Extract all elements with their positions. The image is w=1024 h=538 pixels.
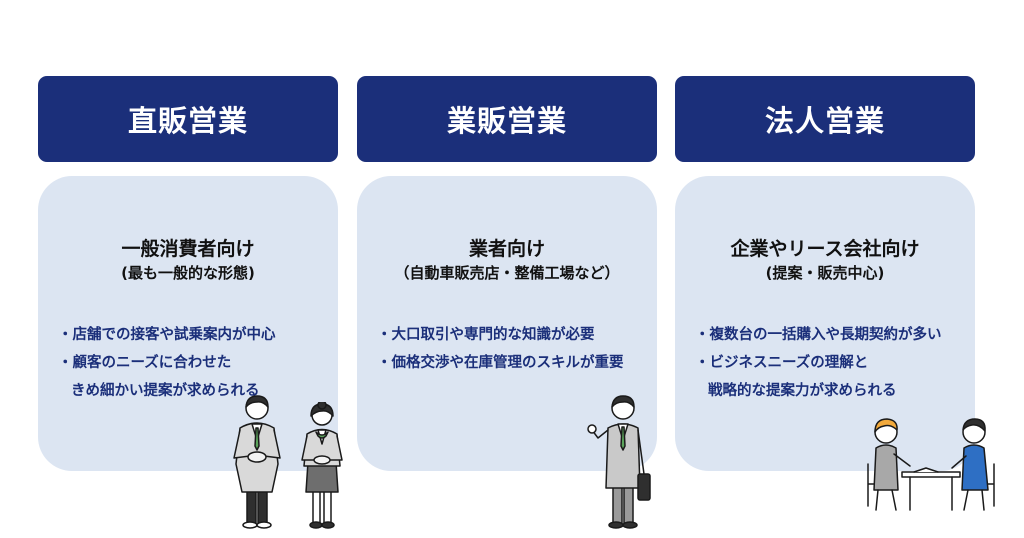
bullet-item: ・顧客のニーズに合わせた きめ細かい提案が求められる [58, 349, 338, 405]
bullet-item: ・店舗での接客や試乗案内が中心 [58, 321, 338, 349]
salesman-icon [233, 395, 281, 529]
bullet-list: ・大口取引や専門的な知識が必要 ・価格交渉や在庫管理のスキルが重要 [377, 321, 657, 377]
panel-subtitle: （自動車販売店・整備工場など） [394, 264, 620, 282]
saleswoman-icon [301, 402, 343, 529]
bullet-line-continued: 戦略的な提案力が求められる [708, 383, 897, 399]
column-corporate-sales: 法人営業 企業やリース会社向け (提案・販売中心) ・複数台の一括購入や長期契約… [675, 76, 975, 536]
bullet-list: ・店舗での接客や試乗案内が中心 ・顧客のニーズに合わせた きめ細かい提案が求めら… [58, 321, 338, 405]
bullet-line: ・顧客のニーズに合わせた [58, 355, 232, 371]
panel-subtitle: (提案・販売中心) [765, 264, 885, 282]
panel-corporate-sales: 企業やリース会社向け (提案・販売中心) ・複数台の一括購入や長期契約が多い ・… [675, 176, 975, 471]
bullet-line: ・店舗での接客や試乗案内が中心 [58, 327, 276, 343]
bullet-item: ・ビジネスニーズの理解と 戦略的な提案力が求められる [695, 349, 975, 405]
panel-title: 業者向け [468, 238, 545, 260]
panel-title: 企業やリース会社向け [730, 238, 920, 260]
bullet-line: ・大口取引や専門的な知識が必要 [377, 327, 595, 343]
presenting-salesman-icon [587, 395, 651, 529]
bullet-line: ・価格交渉や在庫管理のスキルが重要 [377, 355, 624, 371]
bullet-item: ・複数台の一括購入や長期契約が多い [695, 321, 975, 349]
bullet-line: ・複数台の一括購入や長期契約が多い [695, 327, 942, 343]
header-trade-sales: 業販営業 [357, 76, 657, 162]
panel-trade-sales: 業者向け （自動車販売店・整備工場など） ・大口取引や専門的な知識が必要 ・価格… [357, 176, 657, 471]
bullet-line-continued: きめ細かい提案が求められる [71, 383, 260, 399]
column-direct-sales: 直販営業 一般消費者向け (最も一般的な形態) ・店舗での接客や試乗案内が中心 … [38, 76, 338, 536]
bullet-line: ・ビジネスニーズの理解と [695, 355, 869, 371]
panel-subtitle: (最も一般的な形態) [121, 264, 255, 282]
header-direct-sales: 直販営業 [38, 76, 338, 162]
header-corporate-sales: 法人営業 [675, 76, 975, 162]
column-trade-sales: 業販営業 業者向け （自動車販売店・整備工場など） ・大口取引や専門的な知識が必… [357, 76, 657, 536]
business-meeting-icon [867, 418, 995, 511]
bullet-list: ・複数台の一括購入や長期契約が多い ・ビジネスニーズの理解と 戦略的な提案力が求… [695, 321, 975, 405]
bullet-item: ・大口取引や専門的な知識が必要 [377, 321, 657, 349]
panel-title: 一般消費者向け [121, 238, 255, 260]
panel-direct-sales: 一般消費者向け (最も一般的な形態) ・店舗での接客や試乗案内が中心 ・顧客のニ… [38, 176, 338, 471]
bullet-item: ・価格交渉や在庫管理のスキルが重要 [377, 349, 657, 377]
